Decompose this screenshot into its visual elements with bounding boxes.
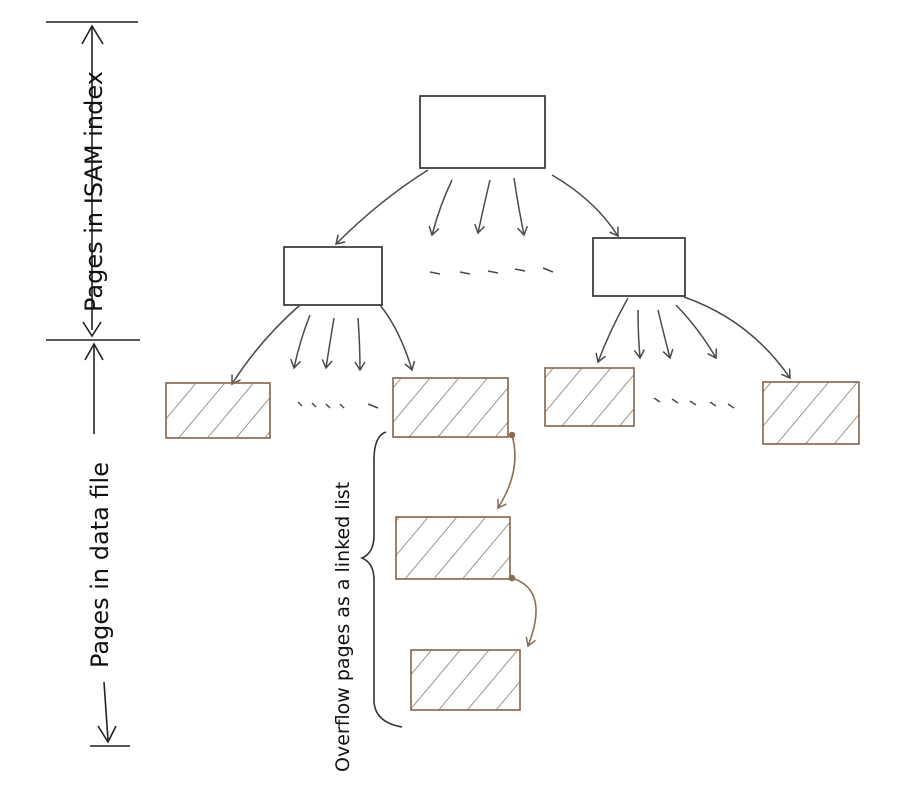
index-scale xyxy=(46,21,140,341)
root-index-node xyxy=(419,95,546,169)
index-node-right xyxy=(592,237,686,297)
data-page-2 xyxy=(392,377,509,438)
index-pages-label: Pages in ISAM index xyxy=(80,71,108,312)
data-page-1 xyxy=(165,382,271,439)
overflow-page-2 xyxy=(410,649,521,711)
data-ellipsis-right xyxy=(653,397,735,409)
index-ellipsis xyxy=(429,267,554,275)
data-page-4 xyxy=(762,381,860,445)
data-scale xyxy=(84,342,130,747)
data-ellipsis-left xyxy=(297,401,379,409)
overflow-links xyxy=(497,431,537,648)
index-node-left xyxy=(283,246,383,306)
left-node-arrows xyxy=(231,304,416,386)
data-pages-label: Pages in data file xyxy=(86,462,114,668)
right-node-arrows xyxy=(595,296,791,380)
overflow-label: Overflow pages as a linked list xyxy=(332,481,354,772)
data-page-3 xyxy=(544,367,635,427)
overflow-page-1 xyxy=(395,516,511,580)
root-arrows xyxy=(334,169,619,246)
overflow-brace xyxy=(359,431,403,728)
